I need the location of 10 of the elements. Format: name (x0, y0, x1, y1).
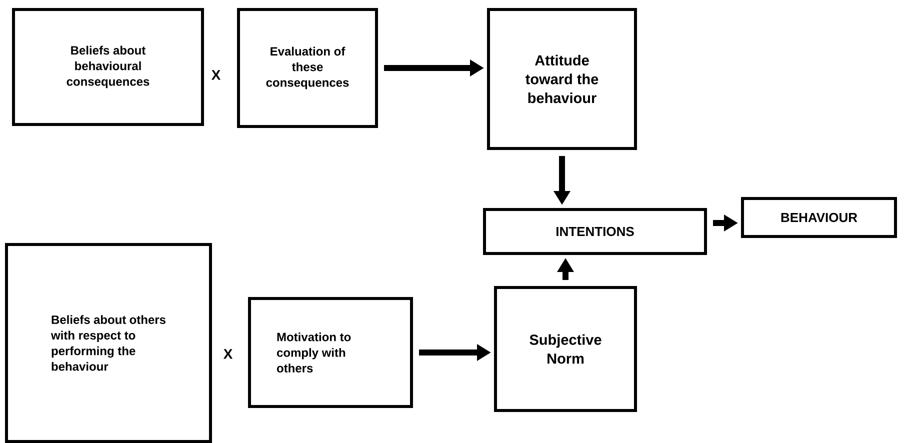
text-box: Attitude toward the behaviour (487, 8, 637, 150)
text-box: Beliefs about others with respect to performing the behaviour (5, 242, 212, 443)
text-box: Motivation to comply with others (248, 296, 413, 408)
text-box: BEHAVIOUR (741, 196, 897, 238)
text-box: Subjective Norm (494, 286, 637, 412)
multiply-sign: X (211, 70, 221, 80)
text-box: INTENTIONS (483, 208, 707, 255)
text-box: Evaluation of these consequences (237, 8, 378, 128)
multiply-sign: X (223, 349, 233, 359)
text-box: Beliefs about behavioural consequences (12, 8, 204, 126)
